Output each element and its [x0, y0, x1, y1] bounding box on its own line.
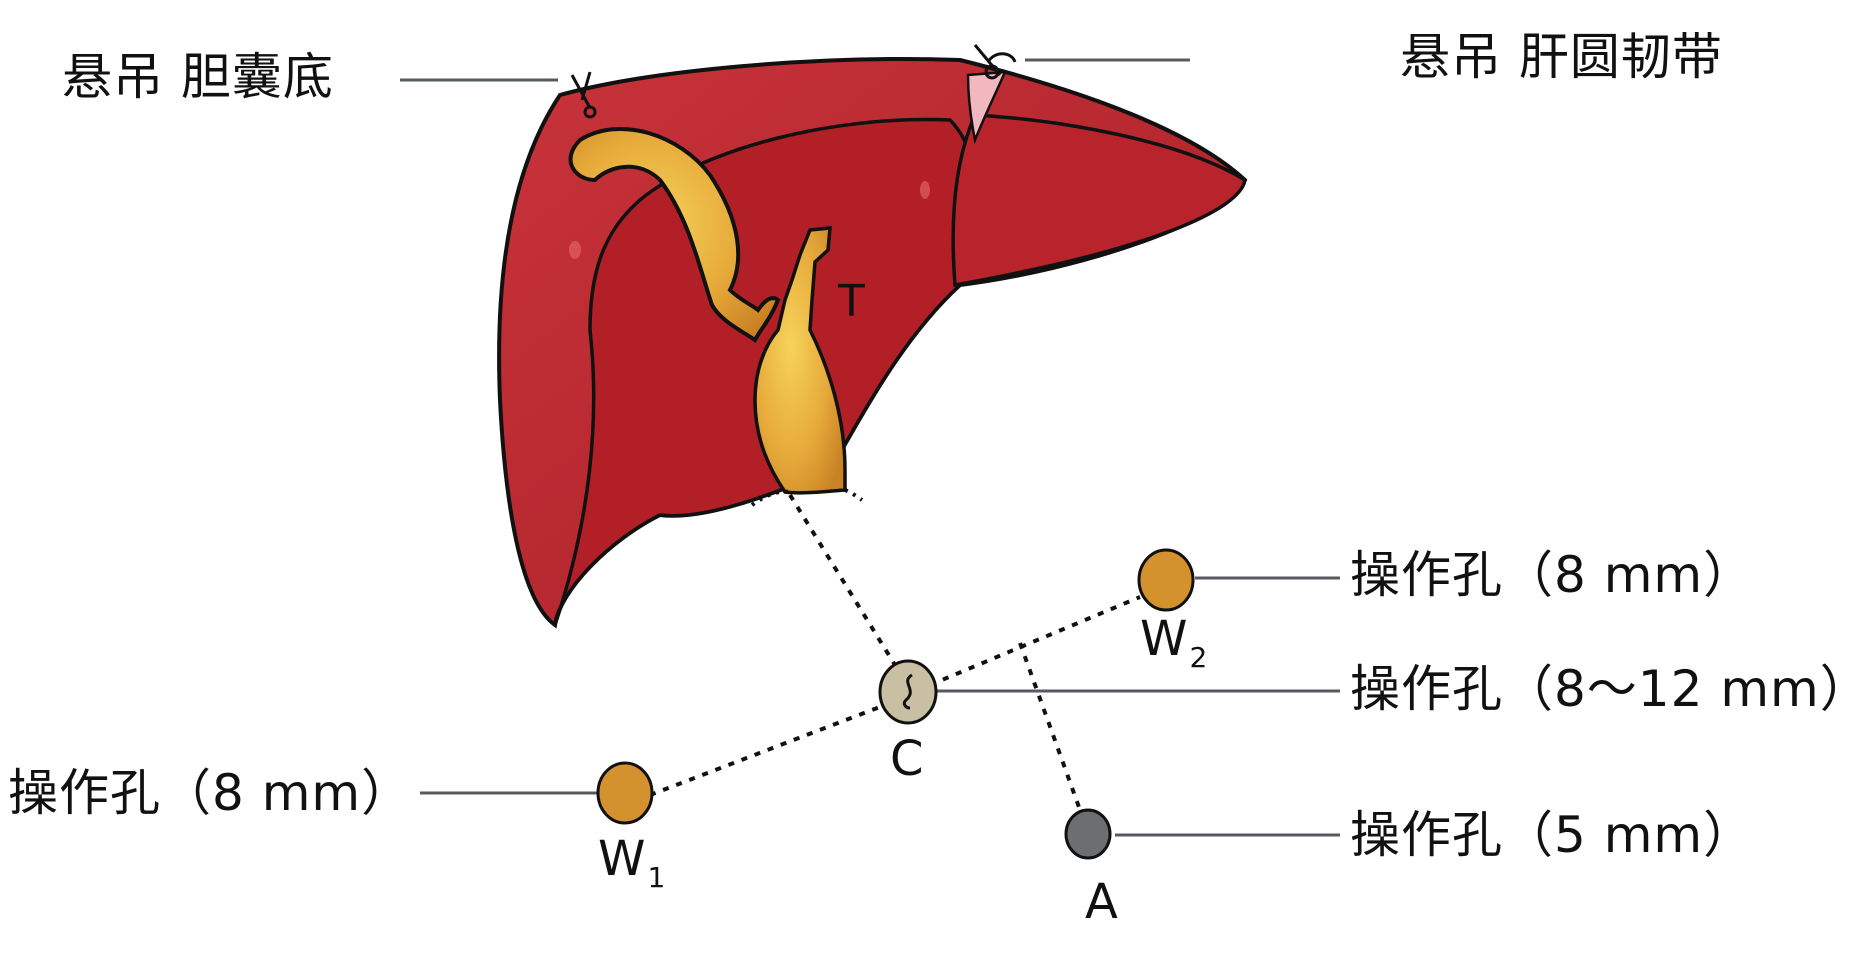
highlight — [569, 241, 581, 259]
incision-dots — [750, 489, 791, 507]
port-w1-marker — [596, 761, 654, 825]
port-c-name: C — [890, 731, 924, 787]
port-w1-subscript: 1 — [647, 861, 666, 894]
port-connections — [649, 493, 1141, 811]
port-c-marker — [878, 659, 938, 725]
port-a-marker — [1064, 808, 1112, 860]
port-w1-letter: W — [598, 831, 646, 887]
port-w2-marker — [1137, 548, 1195, 612]
label-gallbladder-suspension: 悬吊 胆囊底 — [62, 48, 334, 106]
incision-dots — [844, 488, 864, 502]
camera-icon — [902, 673, 913, 710]
label-ligament-suspension: 悬吊 肝圆韧带 — [1400, 28, 1723, 86]
liver-left-lobe — [951, 113, 1247, 288]
port-w2-name: W2 — [1140, 615, 1207, 672]
bile-duct — [753, 226, 847, 495]
gallbladder — [568, 126, 781, 343]
port-w1-name: W1 — [598, 835, 665, 892]
port-w2-letter: W — [1140, 611, 1188, 667]
highlight — [920, 181, 930, 199]
port-a-description: 操作孔（5 mm） — [1350, 806, 1755, 864]
port-w1-description: 操作孔（8 mm） — [8, 764, 413, 822]
round-ligament — [966, 70, 1007, 145]
port-c-description: 操作孔（8～12 mm） — [1350, 660, 1871, 718]
suture-gallbladder-icon — [570, 71, 597, 119]
suture-ligament-icon — [973, 44, 1017, 80]
port-a-name: A — [1085, 874, 1118, 930]
label-target: T — [838, 276, 865, 327]
port-w2-description: 操作孔（8 mm） — [1350, 546, 1755, 604]
port-w2-subscript: 2 — [1189, 641, 1208, 674]
port-leaders — [420, 576, 1340, 837]
